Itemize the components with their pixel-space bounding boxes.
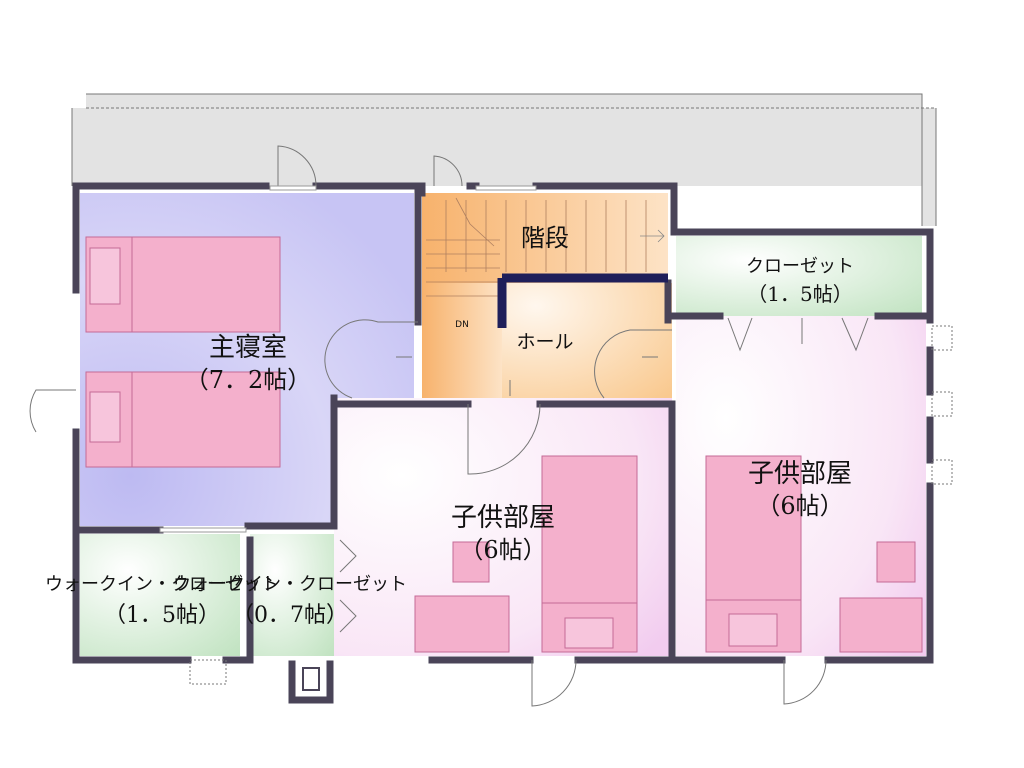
pipe-shaft — [302, 667, 320, 691]
walkin-floor — [80, 534, 240, 656]
child-right-size: （6帖） — [756, 492, 843, 520]
walkin-label: ウォークイン・クローゼット — [45, 574, 279, 595]
closet-small-floor — [250, 534, 334, 656]
child-center-size: （6帖） — [459, 536, 546, 564]
child-center-chair — [452, 541, 490, 583]
master-label: 主寝室 — [209, 333, 287, 363]
stairs-label: 階段 — [521, 224, 569, 252]
closet-small-size: （0．7帖） — [232, 603, 348, 628]
doors — [29, 145, 953, 707]
child-right-desk — [839, 597, 923, 653]
balcony — [71, 93, 937, 226]
hall-label: ホール — [516, 331, 573, 353]
stairs-lower-floor — [422, 283, 502, 398]
walkin-size: （1．5帖） — [104, 603, 220, 628]
closet-small-label: ウォークイン・クローゼット — [173, 574, 407, 595]
child-right-chair — [876, 541, 916, 583]
closet-top-label: クローゼット — [746, 256, 854, 277]
stair-treads — [426, 197, 665, 297]
room-labels: 階段 DN ホール クローゼット （1．5帖） 主寝室 （7．2帖） 子供部屋 … — [45, 224, 854, 628]
child-center-desk — [414, 595, 510, 653]
closet-top-floor — [676, 236, 922, 316]
master-size: （7．2帖） — [185, 366, 312, 394]
child-center-label: 子供部屋 — [451, 503, 555, 533]
child-right-label: 子供部屋 — [748, 459, 852, 489]
furniture — [85, 236, 923, 653]
stair-wall — [497, 273, 668, 328]
walls — [72, 182, 934, 704]
closet-top-size: （1．5帖） — [747, 282, 852, 306]
hall-floor — [502, 283, 672, 398]
dn-label: DN — [455, 320, 469, 330]
